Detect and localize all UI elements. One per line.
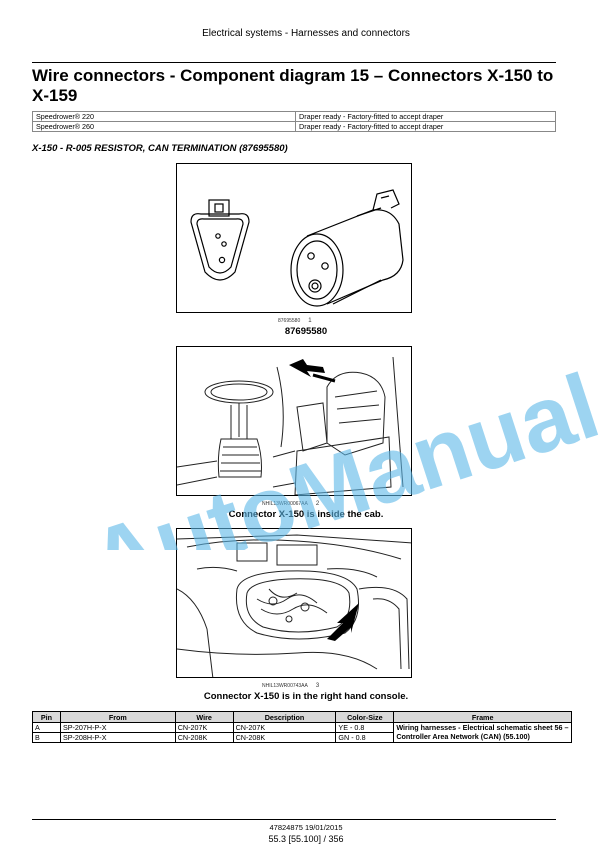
model-note-cell: Draper ready - Factory-fitted to accept …: [295, 121, 556, 132]
section-heading: X-150 - R-005 RESISTOR, CAN TERMINATION …: [32, 143, 288, 154]
footer-rule: [32, 819, 556, 820]
footer-page-number: 55.3 [55.100] / 356: [268, 834, 344, 844]
console-drawing: [177, 534, 411, 677]
column-header: Description: [232, 711, 337, 723]
page-title: Wire connectors - Component diagram 15 –…: [32, 66, 554, 105]
figure-right-hand-console: [176, 528, 412, 678]
model-row: Speedrower® 220 Draper ready - Factory-f…: [32, 111, 556, 122]
model-note-cell: Draper ready - Factory-fitted to accept …: [295, 111, 556, 122]
description-cell: CN-207K: [232, 722, 337, 733]
figure-reference: NHIL13WR00067AA 2: [262, 501, 319, 507]
figure-number: 1: [308, 318, 312, 324]
wire-cell: CN-207K: [174, 722, 234, 733]
color-size-cell: YE - 0.8: [335, 722, 395, 733]
column-header: Wire: [174, 711, 234, 723]
from-cell: SP-207H-P-X: [59, 722, 176, 733]
figure-ref-code: 87695580: [278, 318, 301, 324]
cab-drawing: [177, 356, 404, 495]
wire-cell: CN-208K: [174, 732, 234, 743]
figure-reference: NHIL13WR00743AA 3: [262, 683, 319, 689]
description-cell: CN-208K: [232, 732, 337, 743]
figure-caption: Connector X-150 is in the right hand con…: [203, 691, 409, 702]
model-row: Speedrower® 260 Draper ready - Factory-f…: [32, 121, 556, 132]
running-header: Electrical systems - Harnesses and conne…: [202, 28, 410, 39]
figure-number: 3: [315, 683, 320, 689]
color-size-cell: GN - 0.8: [335, 732, 395, 743]
figure-cab-interior: [176, 346, 412, 496]
title-rule: [32, 62, 556, 63]
connector-drawing: [190, 189, 404, 307]
model-cell: Speedrower® 260: [32, 121, 296, 132]
table-row: A SP-207H-P-X CN-207K CN-207K YE - 0.8 W…: [32, 722, 572, 743]
pin-cell: B: [32, 732, 61, 743]
from-cell: SP-208H-P-X: [59, 732, 176, 743]
figure-caption: Connector X-150 is inside the cab.: [228, 509, 384, 520]
table-row: B SP-208H-P-X CN-208K CN-208K GN - 0.8: [32, 732, 572, 743]
model-table: Speedrower® 220 Draper ready - Factory-f…: [32, 111, 556, 132]
frame-cell: Wiring harnesses - Electrical schematic …: [393, 722, 572, 743]
column-header: Pin: [32, 711, 61, 723]
figure-ref-code: NHIL13WR00067AA: [262, 501, 308, 507]
model-cell: Speedrower® 220: [32, 111, 296, 122]
figure-connector-illustration: [176, 163, 412, 313]
figure-caption: 87695580: [284, 326, 328, 337]
column-header: Color-Size: [335, 711, 395, 723]
column-header: Frame: [393, 711, 572, 723]
pin-table-header: Pin From Wire Description Color-Size Fra…: [32, 711, 572, 723]
figure-ref-code: NHIL13WR00743AA: [262, 683, 308, 689]
figure-reference: 87695580 1: [278, 318, 312, 324]
footer-document-date: 47824875 19/01/2015: [269, 823, 343, 832]
pin-table: Pin From Wire Description Color-Size Fra…: [32, 711, 572, 743]
pin-cell: A: [32, 722, 61, 733]
column-header: From: [59, 711, 176, 723]
figure-number: 2: [315, 501, 320, 507]
